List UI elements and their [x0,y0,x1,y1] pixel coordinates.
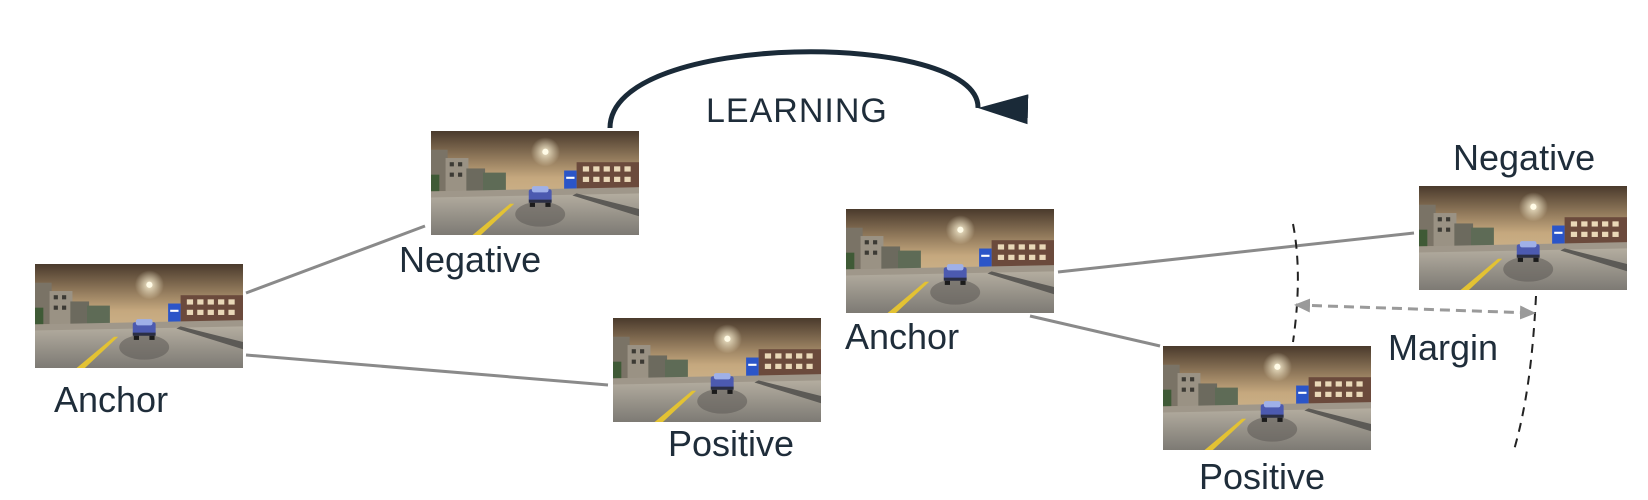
learning-arrow [607,49,1029,129]
positive-label-before: Positive [668,423,794,464]
edge-anchor-negative-before [245,224,426,295]
negative-label-after: Negative [1453,137,1595,178]
edge-anchor-positive-after [1029,314,1161,348]
learning-label: LEARNING [706,92,888,130]
positive-image-after [1163,346,1371,450]
margin-arrow [1294,298,1536,320]
margin-label: Margin [1388,327,1498,368]
margin-boundary-outer [1513,295,1537,451]
anchor-image-after [846,209,1054,313]
positive-image-before [613,318,821,422]
edge-anchor-negative-after [1057,231,1415,274]
edge-anchor-positive-before [245,353,609,387]
anchor-image-before [35,264,243,368]
negative-image-after [1419,186,1627,290]
positive-label-after: Positive [1199,456,1325,497]
anchor-label-before: Anchor [54,379,168,420]
anchor-label-after: Anchor [845,316,959,357]
negative-label-before: Negative [399,239,541,280]
negative-image-before [431,131,639,235]
margin-boundary-inner [1292,223,1299,343]
